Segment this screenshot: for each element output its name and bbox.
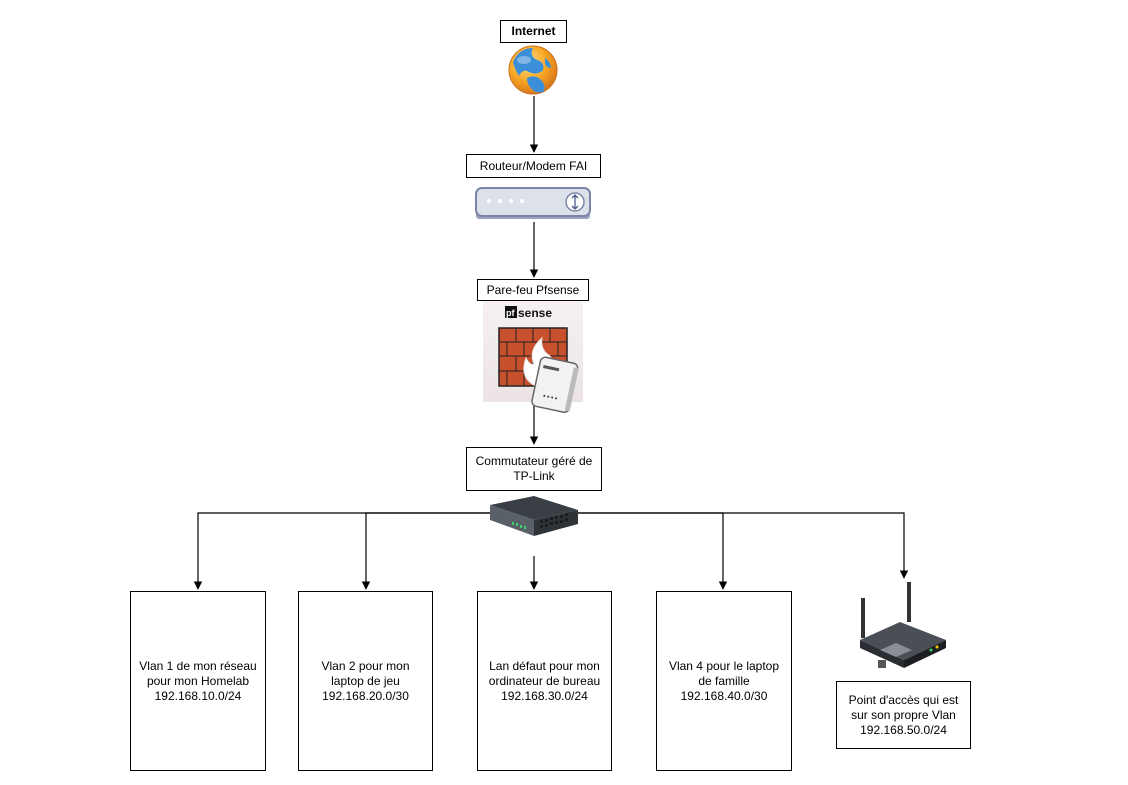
vlan4-box: Vlan 4 pour le laptop de famille 192.168… — [656, 591, 792, 771]
firewall-label-text: Pare-feu Pfsense — [486, 282, 580, 297]
pfsense-logo-prefix: pf — [506, 308, 515, 318]
connectors — [193, 96, 909, 590]
globe-icon — [508, 45, 558, 95]
lan-default-box: Lan défaut pour mon ordinateur de bureau… — [477, 591, 612, 771]
vlan4-label-text: Vlan 4 pour le laptop de famille 192.168… — [668, 658, 780, 703]
access-point-box: Point d'accès qui est sur son propre Vla… — [836, 681, 971, 749]
edge-switch-vlan1 — [193, 512, 490, 590]
vlan2-box: Vlan 2 pour mon laptop de jeu 192.168.20… — [298, 591, 433, 771]
edge-switch-vlan4 — [578, 512, 728, 590]
switch-label: Commutateur géré de TP-Link — [466, 447, 602, 491]
switch-icon — [490, 496, 578, 536]
lan-label-text: Lan défaut pour mon ordinateur de bureau… — [488, 658, 601, 703]
firewall-icon: pf sense — [483, 300, 583, 413]
vlan1-box: Vlan 1 de mon réseau pour mon Homelab 19… — [130, 591, 266, 771]
internet-label: Internet — [500, 20, 567, 43]
router-label-text: Routeur/Modem FAI — [479, 158, 588, 173]
switch-label-text: Commutateur géré de TP-Link — [475, 454, 593, 483]
access-point-label-text: Point d'accès qui est sur son propre Vla… — [848, 692, 959, 737]
edge-switch-ap — [578, 512, 909, 579]
edge-switch-vlan2 — [361, 512, 490, 590]
pfsense-logo-text: sense — [518, 306, 552, 320]
wireless-access-point-icon — [860, 582, 946, 668]
router-icon — [475, 187, 591, 219]
vlan1-label-text: Vlan 1 de mon réseau pour mon Homelab 19… — [139, 658, 257, 703]
firewall-label: Pare-feu Pfsense — [477, 279, 589, 301]
vlan2-label-text: Vlan 2 pour mon laptop de jeu 192.168.20… — [321, 658, 410, 703]
internet-label-text: Internet — [511, 24, 556, 38]
router-label: Routeur/Modem FAI — [466, 154, 601, 178]
